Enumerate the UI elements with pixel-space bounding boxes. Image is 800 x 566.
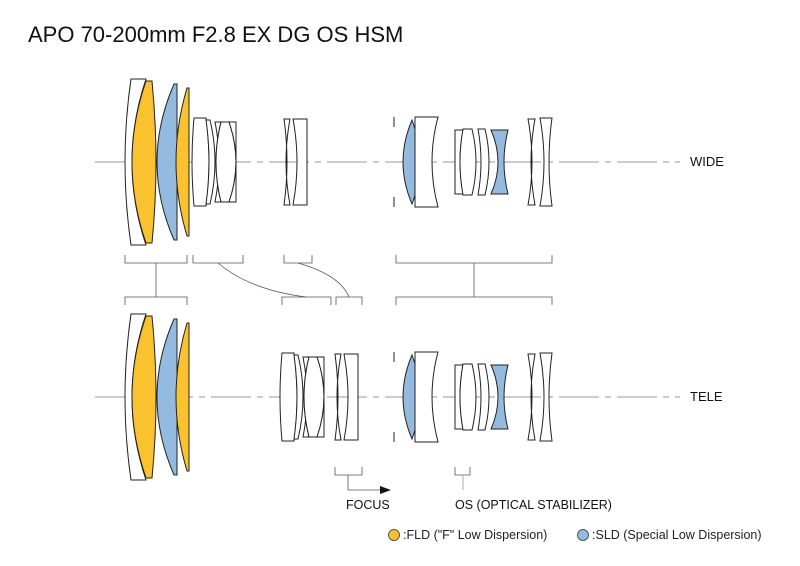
- tele-group-bracket-3: [395, 296, 553, 305]
- rear-lens-5-wide: [490, 129, 509, 195]
- rear-lens-7-wide: [539, 117, 553, 207]
- moving-lens-5-tele: [334, 353, 342, 441]
- wide-group-bracket-0: [124, 255, 188, 264]
- rear-lens-1-wide: [414, 116, 439, 208]
- rear-lens-3-wide: [459, 128, 477, 196]
- rear-lens-6-wide: [527, 118, 536, 206]
- os-bracket: [454, 467, 471, 476]
- legend-sld: : SLD (Special Low Dispersion): [577, 528, 762, 542]
- tele-group-bracket-2: [335, 296, 363, 305]
- rear-lens-6-tele: [527, 353, 536, 441]
- front-lens-2-wide: [156, 83, 178, 241]
- moving-lens-0-wide: [191, 117, 210, 207]
- legend-colon: :: [403, 528, 407, 542]
- rear-lens-5-tele: [490, 364, 509, 430]
- focus-arrow-icon: [380, 486, 391, 494]
- tele-label: TELE: [690, 389, 723, 404]
- fld-color-swatch: [388, 529, 400, 541]
- legend-fld: : FLD ("F" Low Dispersion): [388, 528, 547, 542]
- legend-colon: :: [592, 528, 596, 542]
- rear-lens-3-tele: [459, 363, 477, 431]
- moving-lens-1-tele: [293, 354, 304, 440]
- moving-lens-4-wide: [228, 121, 237, 203]
- tele-group-bracket-0: [124, 296, 188, 305]
- rear-lens-4-wide: [477, 128, 490, 196]
- os-label: OS (OPTICAL STABILIZER): [455, 498, 612, 512]
- group3-connector: [297, 262, 350, 298]
- front-lens-3-wide: [175, 87, 190, 237]
- moving-lens-1-wide: [205, 119, 216, 205]
- legend-fld-text: FLD ("F" Low Dispersion): [406, 528, 548, 542]
- front-lens-1-tele: [131, 315, 157, 479]
- tele-group-bracket-1: [281, 296, 332, 305]
- front-lens-2-tele: [156, 318, 178, 476]
- moving-lens-6-tele: [343, 353, 359, 441]
- wide-group-bracket-1: [192, 255, 244, 264]
- rear-lens-4-tele: [477, 363, 490, 431]
- rear-lens-1-tele: [414, 351, 439, 443]
- front-lens-1-wide: [131, 80, 157, 244]
- focus-arrow-line: [347, 475, 380, 491]
- page-title: APO 70-200mm F2.8 EX DG OS HSM: [28, 22, 404, 47]
- moving-lens-0-tele: [279, 352, 298, 442]
- front-lens-3-tele: [175, 322, 190, 472]
- legend-sld-text: SLD (Special Low Dispersion): [595, 528, 762, 542]
- sld-color-swatch: [577, 529, 589, 541]
- moving-lens-5-wide: [283, 118, 291, 206]
- wide-label: WIDE: [690, 154, 724, 169]
- moving-lens-4-tele: [316, 356, 325, 438]
- wide-group-bracket-3: [395, 255, 553, 264]
- focus-bracket: [334, 467, 363, 476]
- wide-group-bracket-2: [283, 255, 313, 264]
- rear-lens-7-tele: [539, 352, 553, 442]
- focus-label: FOCUS: [346, 498, 390, 512]
- group2-connector: [217, 262, 307, 298]
- moving-lens-6-wide: [292, 118, 308, 206]
